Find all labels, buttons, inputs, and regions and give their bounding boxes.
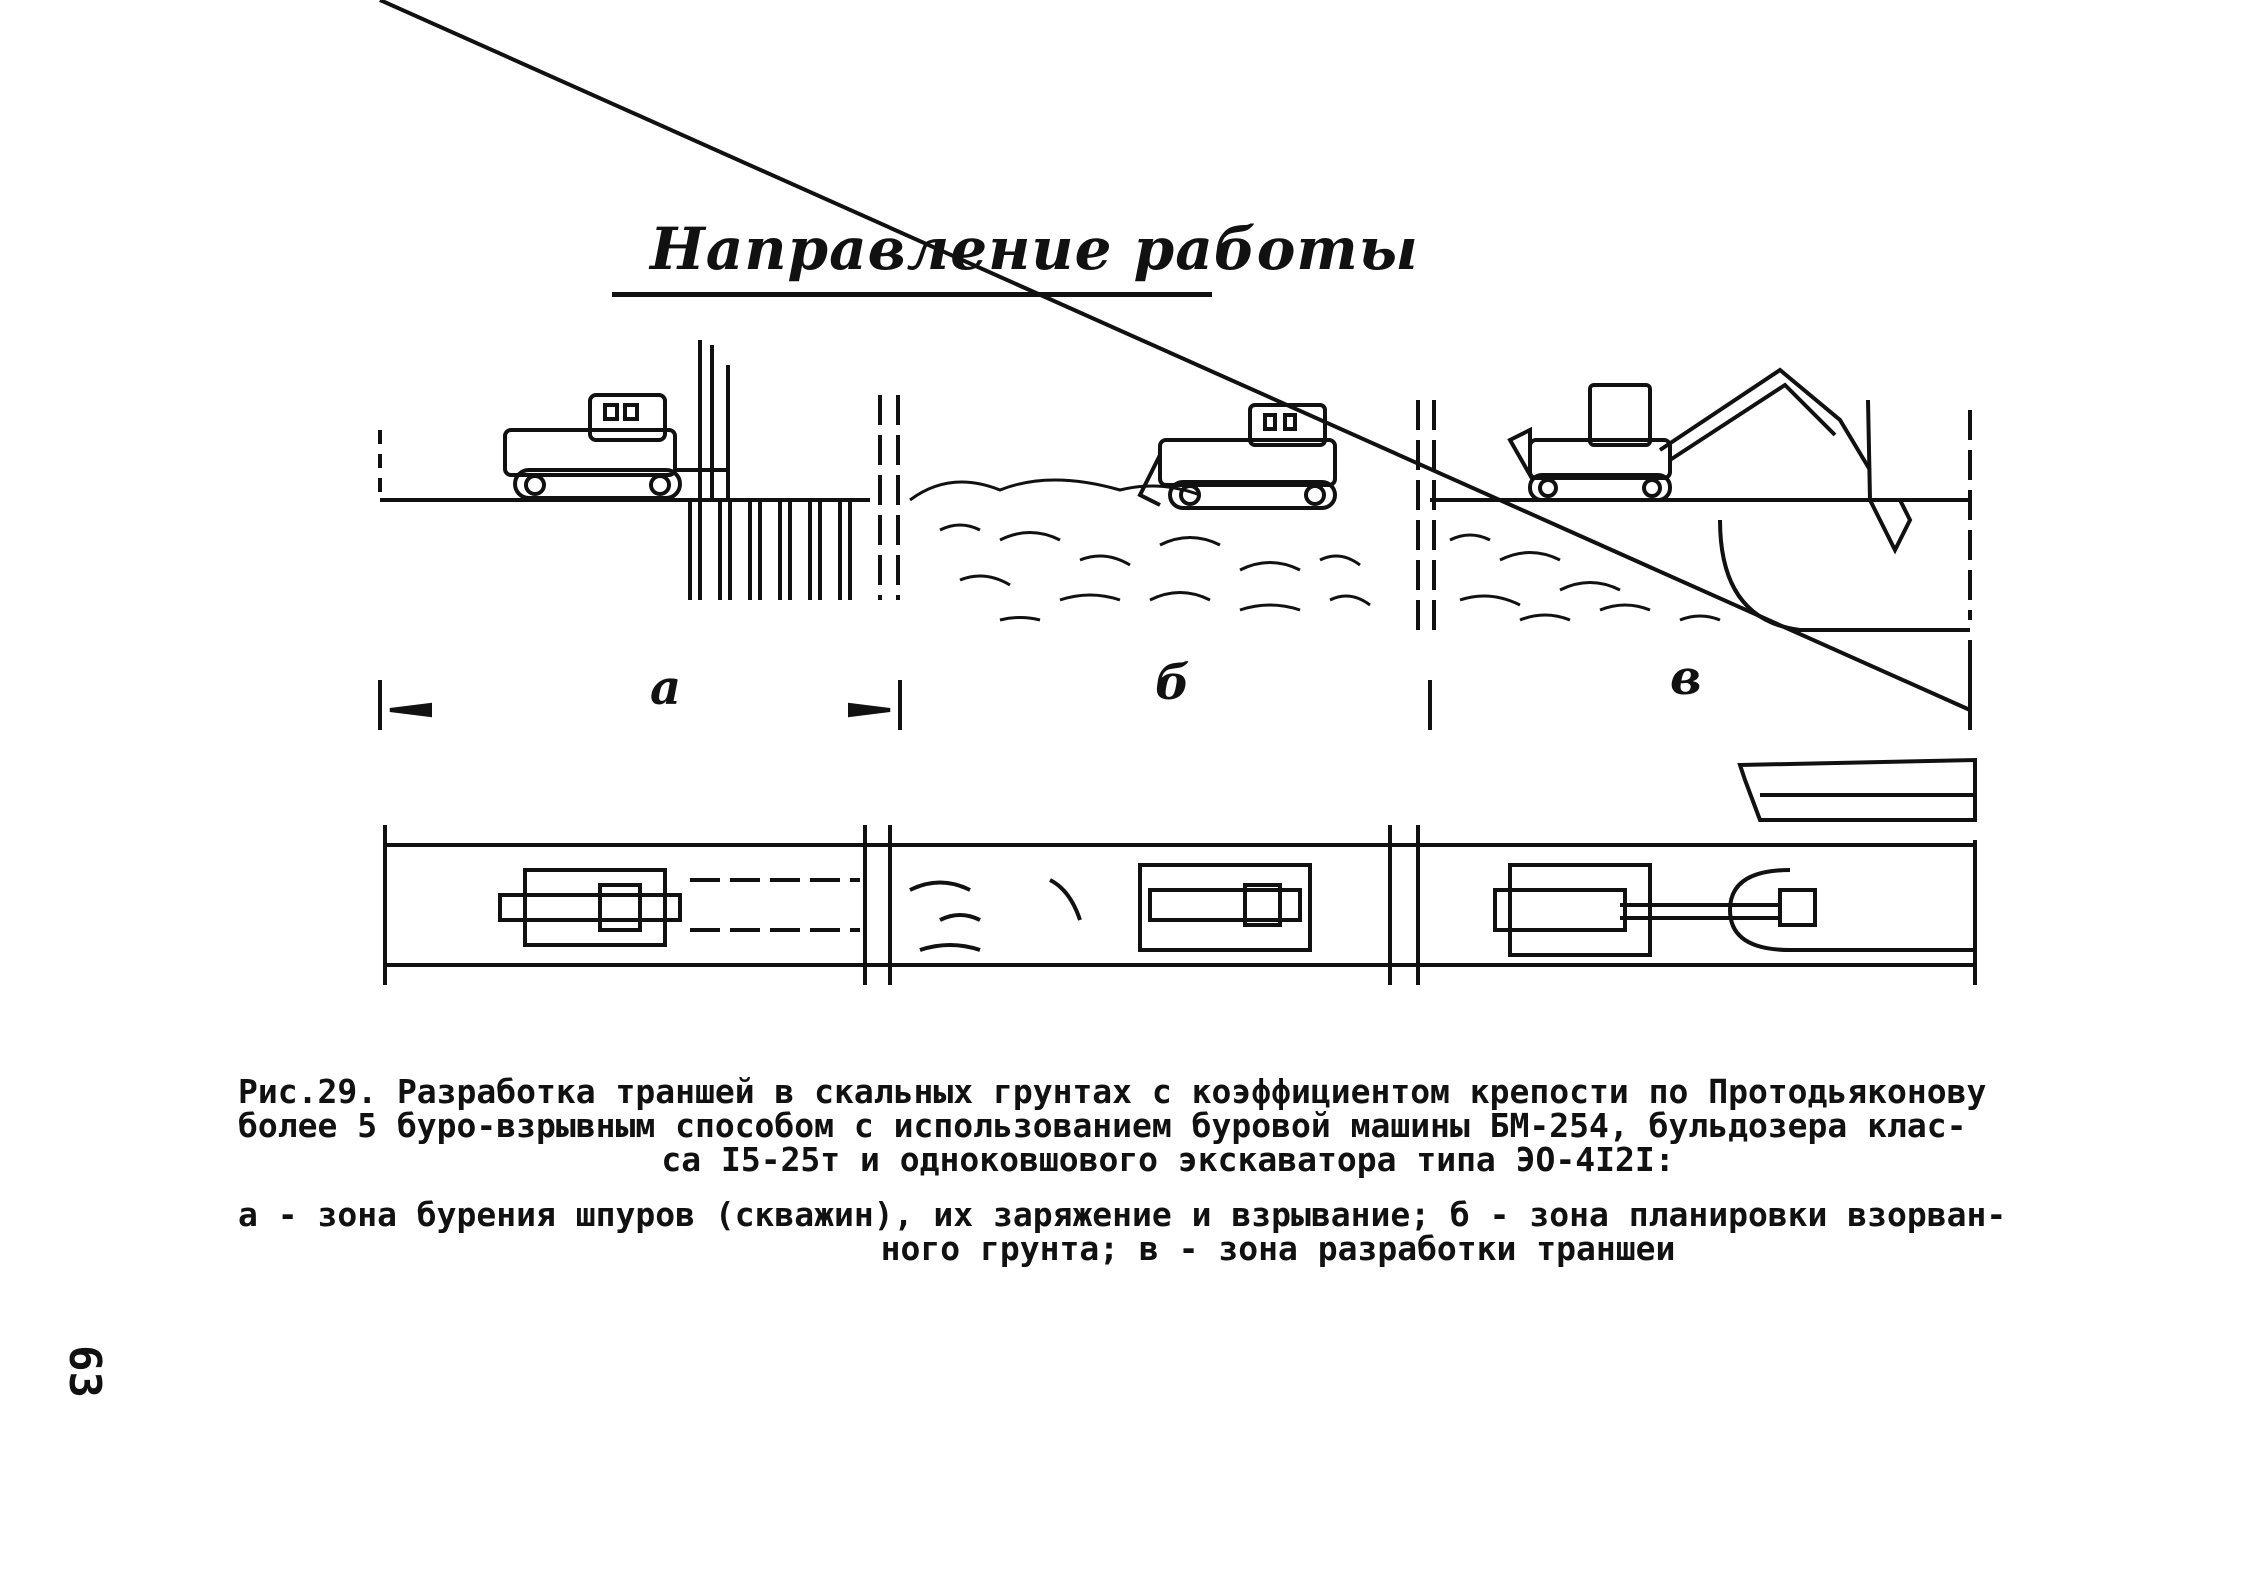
legend-line-1: а - зона бурения шпуров (скважин), их за… [238,1195,2007,1234]
figure-heading: Направление работы [650,215,1419,283]
figure-caption: Рис.29. Разработка траншей в скальных гр… [238,1075,2098,1177]
bulldozer-side [1137,403,1337,510]
caption-line-2: более 5 буро-взрывным способом с использ… [238,1106,1967,1145]
heading-underline [612,292,1212,297]
profile-view [378,0,1972,730]
legend-line-2: ного грунта; в - зона разработки траншеи [880,1229,1676,1268]
excavator-plan [1493,863,1975,957]
blasted-rock [909,478,1721,622]
caption-line-3: са I5-25т и одноковшового экскаватора ти… [661,1140,1675,1179]
bulldozer-plan [909,863,1312,952]
caption-line-1: Рис.29. Разработка траншей в скальных гр… [238,1072,1987,1111]
spoil-bank [1737,757,1977,822]
plan-view [383,757,1977,985]
page-number: 63 [59,1345,110,1398]
drill-rig-side [503,340,730,500]
zone-label-a: а [650,660,682,716]
drill-holes [688,500,852,600]
zone-label-b: б [1155,655,1190,711]
zone-label-c: в [1670,650,1702,706]
zone-dimension-line [378,0,1972,730]
figure-legend: а - зона бурения шпуров (скважин), их за… [238,1198,2118,1266]
drill-rig-plan [498,868,860,947]
